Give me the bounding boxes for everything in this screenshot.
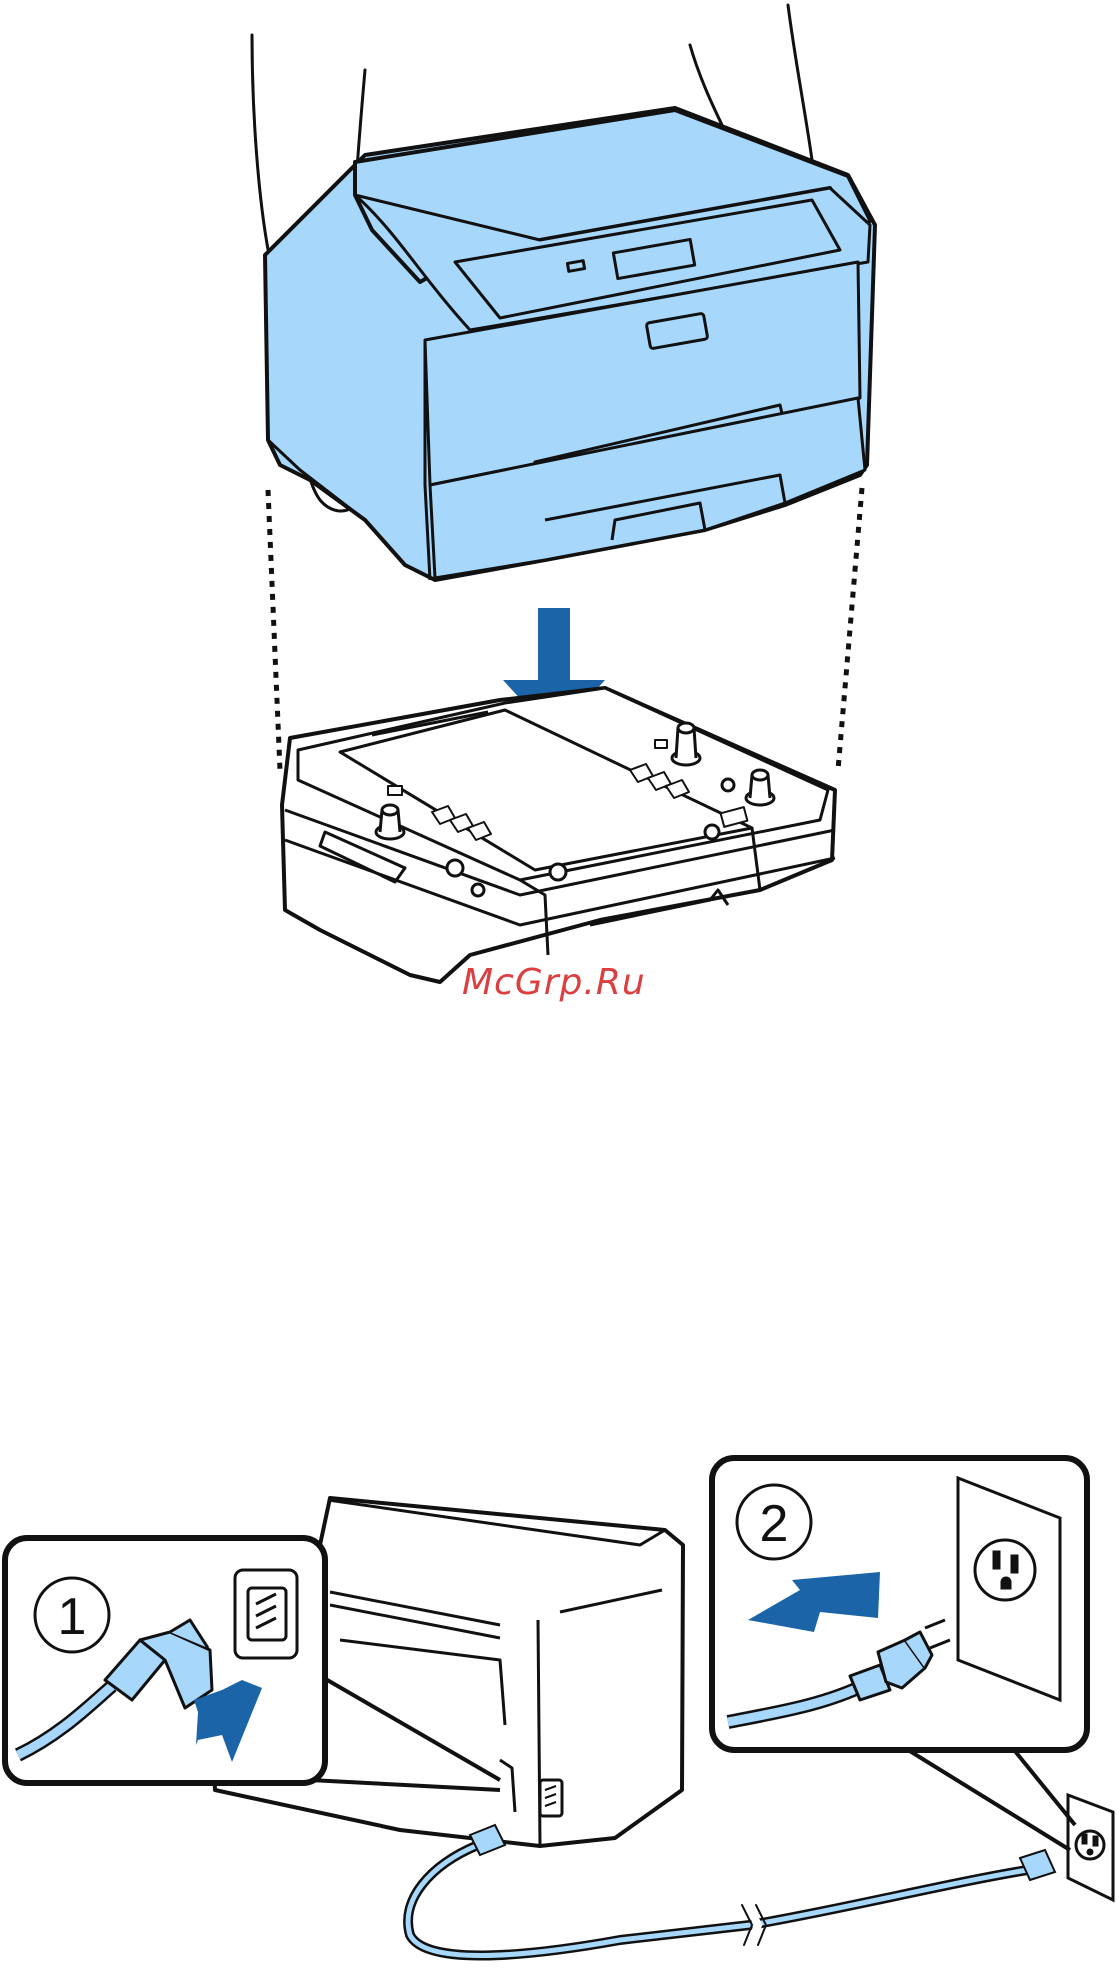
step-2-number: 2	[760, 1495, 789, 1553]
wall-outlet-icon	[1068, 1795, 1113, 1900]
step-1-number: 1	[58, 1588, 87, 1646]
right-arrow-icon	[194, 1680, 262, 1762]
power-plug	[728, 1620, 950, 1722]
power-cord	[408, 1845, 1040, 1956]
wall-outlet-large-icon	[958, 1478, 1060, 1700]
callout-step-2: 2	[712, 1458, 1087, 1850]
printer	[265, 108, 875, 580]
step-1-number-circle	[35, 1578, 109, 1652]
power-socket-icon	[235, 1570, 297, 1658]
printer-rear	[205, 1498, 683, 1846]
printer-install-illustration	[0, 0, 1117, 1060]
right-arrow-icon	[748, 1572, 880, 1632]
step-2-number-circle	[737, 1485, 811, 1559]
watermark-text: McGrp.Ru	[462, 962, 646, 1003]
optional-cassette-unit	[282, 688, 835, 982]
power-cable-connector	[18, 1620, 212, 1755]
callout-step-1: 1	[5, 1538, 500, 1790]
